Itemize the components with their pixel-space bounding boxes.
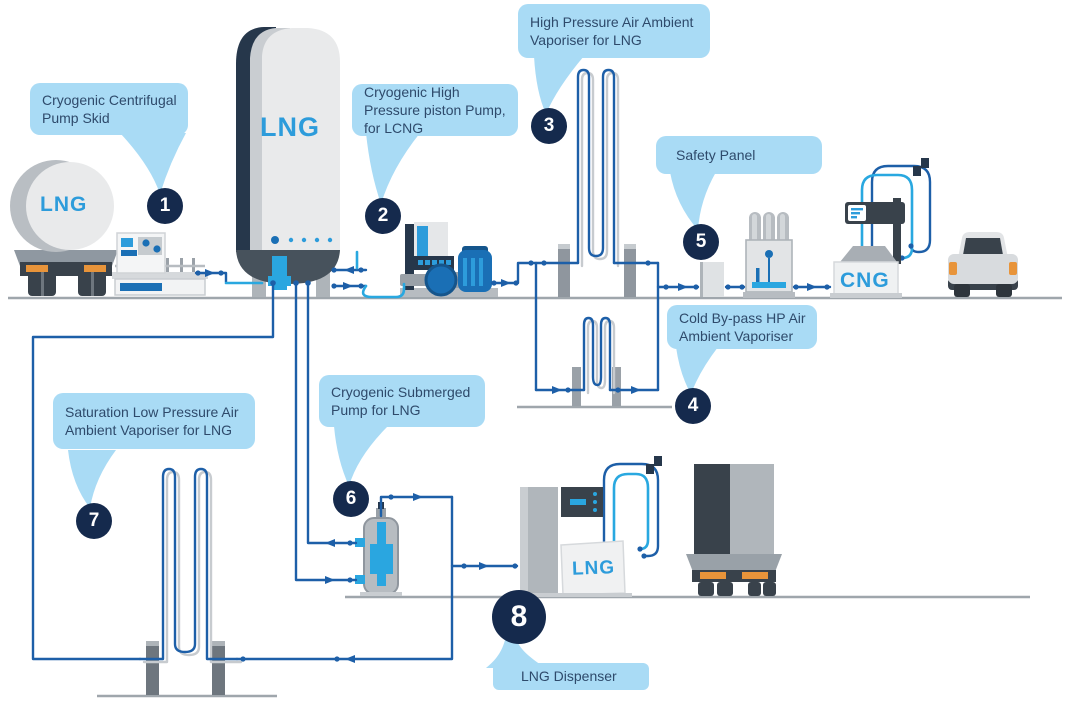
bypass-vaporiser-posts: [572, 367, 621, 406]
lng-trailer: [10, 160, 118, 296]
callout-bubble-3: High Pressure Air Ambient Vaporiser for …: [518, 4, 710, 58]
flow-glyphs: [195, 260, 830, 663]
callout-bubble-8: LNG Dispenser: [493, 663, 649, 690]
saturation-vaporiser-posts: [146, 641, 225, 695]
pipes: [31, 68, 832, 664]
safety-panel-cabinet: [700, 262, 724, 297]
car: [948, 232, 1018, 297]
callout-bubble-2: Cryogenic High Pressure piston Pump, for…: [352, 84, 518, 136]
callout-badge-6: 6: [333, 481, 369, 517]
lng-dispenser-label: LNG: [571, 557, 616, 580]
cng-dispenser-label: CNG: [840, 269, 890, 292]
callout-badge-8: 8: [492, 590, 546, 644]
submerged-pump: [355, 502, 402, 596]
callout-bubble-7: Saturation Low Pressure Air Ambient Vapo…: [53, 393, 255, 449]
callout-bubble-5: Safety Panel: [656, 136, 822, 174]
callout-badge-4: 4: [675, 388, 711, 424]
callout-badge-3: 3: [531, 108, 567, 144]
callout-badge-1: 1: [147, 188, 183, 224]
callout-tails: [68, 56, 718, 668]
lng-storage-tank: [236, 27, 340, 297]
piston-pump: [400, 222, 498, 297]
callout-bubble-4: Cold By-pass HP Air Ambient Vaporiser: [667, 305, 817, 349]
cryogenic-pump-skid: [112, 232, 208, 296]
callout-badge-2: 2: [365, 198, 401, 234]
hp-vaporiser-posts: [558, 244, 636, 297]
gas-buffer-storage: [743, 212, 795, 298]
trailer-lng-label: LNG: [40, 193, 88, 216]
lng-dispenser-unit: [516, 456, 662, 597]
callout-bubble-6: Cryogenic Submerged Pump for LNG: [319, 375, 485, 427]
cng-dispenser: [830, 158, 932, 298]
callout-bubble-1: Cryogenic Centrifugal Pump Skid: [30, 83, 188, 135]
callout-badge-7: 7: [76, 503, 112, 539]
callout-badge-5: 5: [683, 224, 719, 260]
truck: [686, 464, 782, 596]
storage-tank-lng-label: LNG: [260, 112, 320, 142]
